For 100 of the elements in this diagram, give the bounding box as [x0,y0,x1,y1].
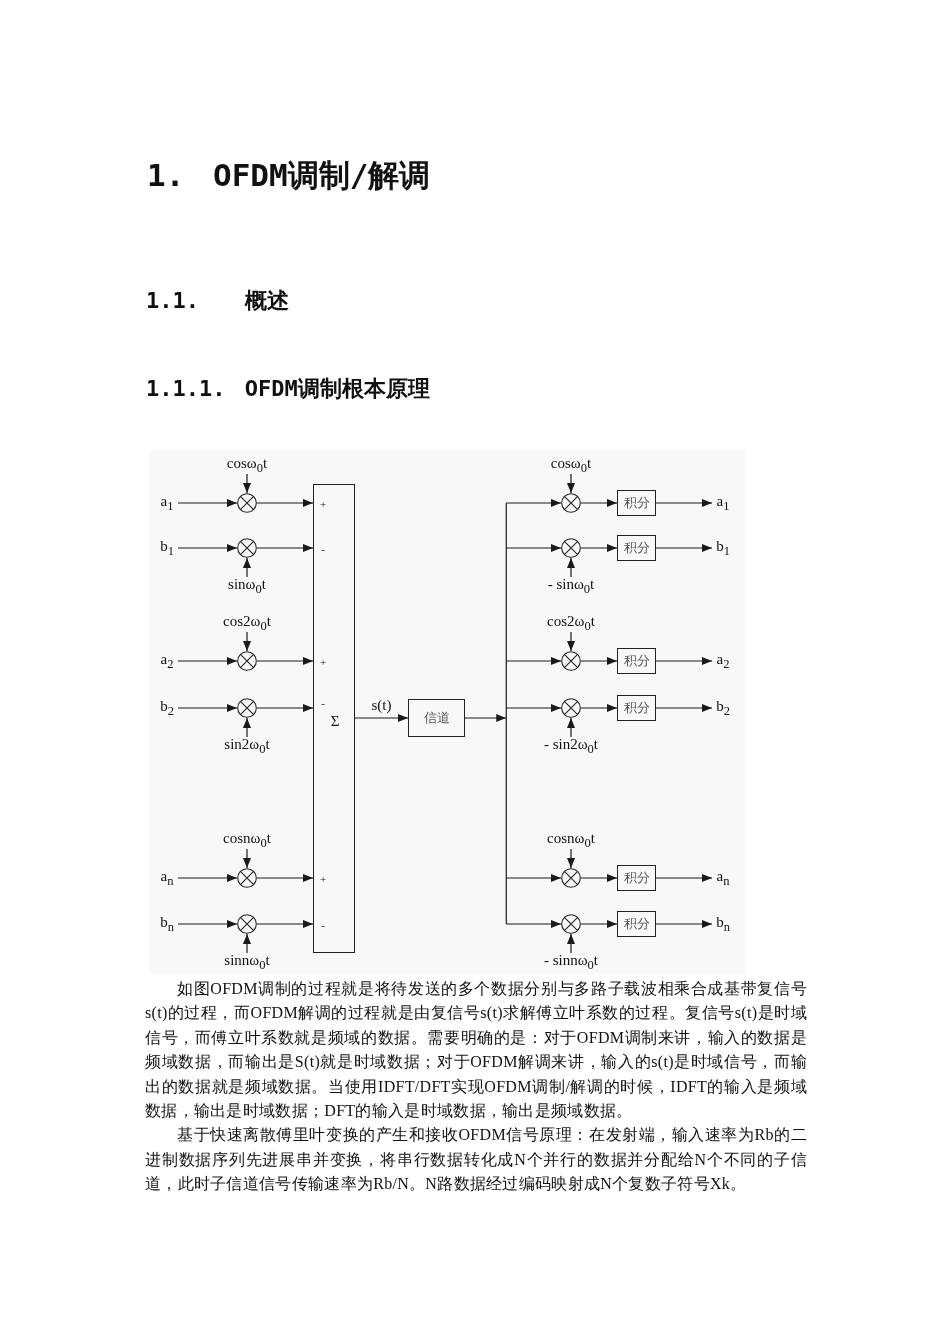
multiplier-symbol [561,868,581,888]
arrow [655,704,713,712]
paragraph: 如图OFDM调制的过程就是将待发送的多个数据分别与多路子载波相乘合成基带复信号s(t)的过程，而OFDM解调的过程就是由复信号s(t)求解傅立叶系数的过程。复信号s(t)是时域信号，而傅立叶系数就是频域的数据。需要明确的是：对于OFDM调制来讲，输入的数据是频域数据，而输出是S(t)就是时域数据；对于OFDM解调来讲，输入的s(t)是时域信号，而输出的数据就是频域数据。当使用IDFT/DFT实现OFDM调制/解调的时候，IDFT的输入是频域数据，输出是时域数据；DFT的输入是时域数据，输出是频域数据。 [145,979,807,1122]
multiplier-symbol [561,493,581,513]
arrow [177,920,238,928]
arrow [655,920,713,928]
input-label: b$_{2}$ [160,697,174,719]
carrier-label: - sinnω$_{0}$t [544,951,598,973]
arrow [567,631,575,652]
arrow [567,473,575,494]
arrow [580,499,618,507]
multiplier-symbol [237,493,257,513]
carrier-label: cosnω$_{0}$t [547,829,595,851]
integrator-block: 积分 [617,695,656,721]
arrow [243,631,251,652]
carrier-label: cosω$_{0}$t [226,454,268,476]
arrow [580,920,618,928]
integrator-block: 积分 [617,911,656,937]
arrow [464,714,507,722]
arrow [256,499,314,507]
summer-block [313,484,355,953]
carrier-label: cos2ω$_{0}$t [547,612,595,634]
arrow [256,657,314,665]
output-label: b$_{1}$ [716,537,730,559]
arrow [655,544,713,552]
arrow [177,874,238,882]
arrow [580,704,618,712]
sign-label: + [319,873,327,885]
integrator-block: 积分 [617,535,656,561]
heading: 1.1.1. OFDM调制根本原理 [146,376,430,403]
multiplier-symbol [561,651,581,671]
arrow [505,704,562,712]
integrator-block: 积分 [617,648,656,674]
carrier-label: cosnω$_{0}$t [223,829,271,851]
arrow [567,717,575,738]
paragraph: 基于快速离散傅里叶变换的产生和接收OFDM信号原理：在发射端，输入速率为Rb的二进制数据序列先进展串并变换，将串行数据转化成N个并行的数据并分配给N个不同的子信道，此时子信道信号传输速率为Rb/N。N路数据经过编码映射成N个复数子符号Xk。 [145,1125,807,1195]
arrow [243,848,251,869]
multiplier-symbol [561,914,581,934]
carrier-label: sinnω$_{0}$t [224,951,270,973]
heading: 1. OFDM调制/解调 [147,157,431,195]
arrow [505,499,562,507]
input-label: a$_{2}$ [160,650,174,672]
input-label: a$_{1}$ [160,492,174,514]
sign-label: - [321,543,325,555]
arrow [243,557,251,578]
arrow [256,704,314,712]
carrier-label: - sinω$_{0}$t [547,575,595,597]
sign-label: - [321,919,325,931]
sign-label: + [319,656,327,668]
arrow [505,920,562,928]
multiplier-symbol [561,538,581,558]
multiplier-symbol [237,698,257,718]
output-label: a$_{n}$ [716,867,730,889]
arrow [177,657,238,665]
input-label: b$_{1}$ [160,537,174,559]
input-label: b$_{n}$ [160,913,174,935]
carrier-label: cos2ω$_{0}$t [223,612,271,634]
arrow [505,657,562,665]
sign-label: + [319,498,327,510]
multiplier-symbol [237,651,257,671]
arrow [655,874,713,882]
output-label: a$_{2}$ [716,650,730,672]
channel-block: 信道 [408,699,465,737]
edge-label: s(t) [369,696,394,714]
carrier-label: sinω$_{0}$t [228,575,266,597]
arrow [177,499,238,507]
arrow [567,848,575,869]
arrow [177,544,238,552]
carrier-label: cosω$_{0}$t [550,454,592,476]
multiplier-symbol [561,698,581,718]
carrier-label: sin2ω$_{0}$t [224,735,270,757]
arrow [505,544,562,552]
sigma-label: Σ [330,713,340,729]
arrow [243,473,251,494]
multiplier-symbol [237,914,257,934]
arrow [256,874,314,882]
multiplier-symbol [237,868,257,888]
output-label: b$_{n}$ [716,913,730,935]
arrow [505,874,562,882]
output-label: b$_{2}$ [716,697,730,719]
arrow [354,714,409,722]
arrow [256,544,314,552]
heading: 1.1. 概述 [146,288,290,315]
arrow [655,657,713,665]
arrow [177,704,238,712]
connector-line [505,502,507,925]
input-label: a$_{n}$ [160,867,174,889]
arrow [567,933,575,954]
arrow [655,499,713,507]
arrow [256,920,314,928]
output-label: a$_{1}$ [716,492,730,514]
integrator-block: 积分 [617,865,656,891]
arrow [580,544,618,552]
arrow [580,874,618,882]
arrow [243,933,251,954]
arrow [567,557,575,578]
sign-label: - [321,697,325,709]
integrator-block: 积分 [617,490,656,516]
carrier-label: - sin2ω$_{0}$t [544,735,598,757]
arrow [580,657,618,665]
